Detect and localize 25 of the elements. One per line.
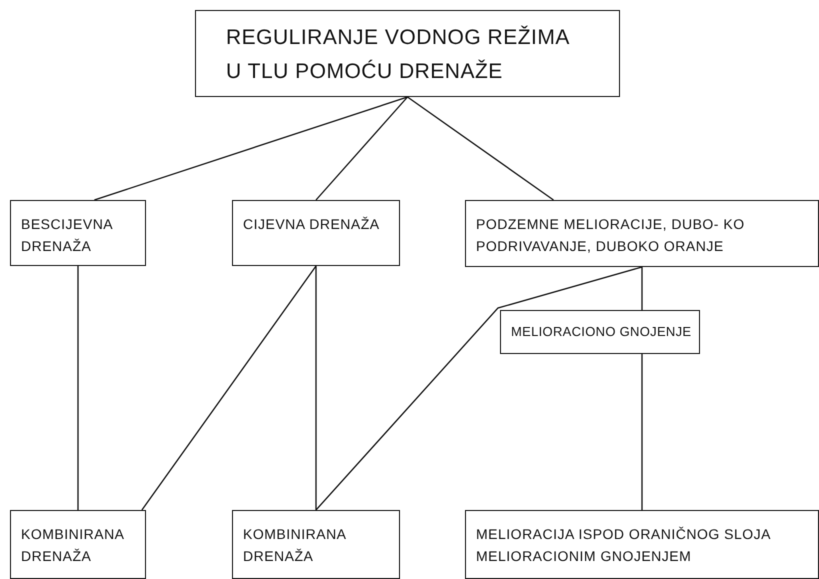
process-box (465, 510, 819, 579)
connector-line (316, 96, 408, 200)
process-box (465, 200, 819, 267)
process-box (232, 200, 400, 266)
box-label: KOMBINIRANA DRENAŽA (243, 525, 347, 566)
box-label: MELIORACIONO GNOJENJE (511, 323, 689, 341)
box-label: REGULIRANJE VODNOG REŽIMA U TLU POMOĆU DRENAŽE (226, 24, 570, 85)
box-label: CIJEVNA DRENAŽA (243, 215, 381, 234)
connector-line (641, 354, 643, 510)
process-box (195, 10, 620, 97)
process-box (232, 510, 400, 579)
connector-line (315, 266, 317, 510)
connector-line (641, 267, 643, 310)
process-box (10, 510, 146, 579)
connector-line (316, 266, 642, 510)
box-label: PODZEMNE MELIORACIJE, DUBO- KO PODRIVAVANJE, DUBOKO ORANJE (476, 215, 746, 256)
process-box (10, 200, 146, 266)
box-label: MELIORACIJA ISPOD ORANIČNOG SLOJA MELIORACIONIM GNOJENJEM (476, 525, 772, 566)
box-label: BESCIJEVNA DRENAŽA (21, 215, 114, 256)
connector-line (407, 96, 554, 201)
process-box (500, 310, 700, 354)
connector-line (94, 96, 408, 201)
connector-line (141, 266, 317, 510)
box-label: KOMBINIRANA DRENAŽA (21, 525, 125, 566)
connector-line (77, 266, 79, 510)
